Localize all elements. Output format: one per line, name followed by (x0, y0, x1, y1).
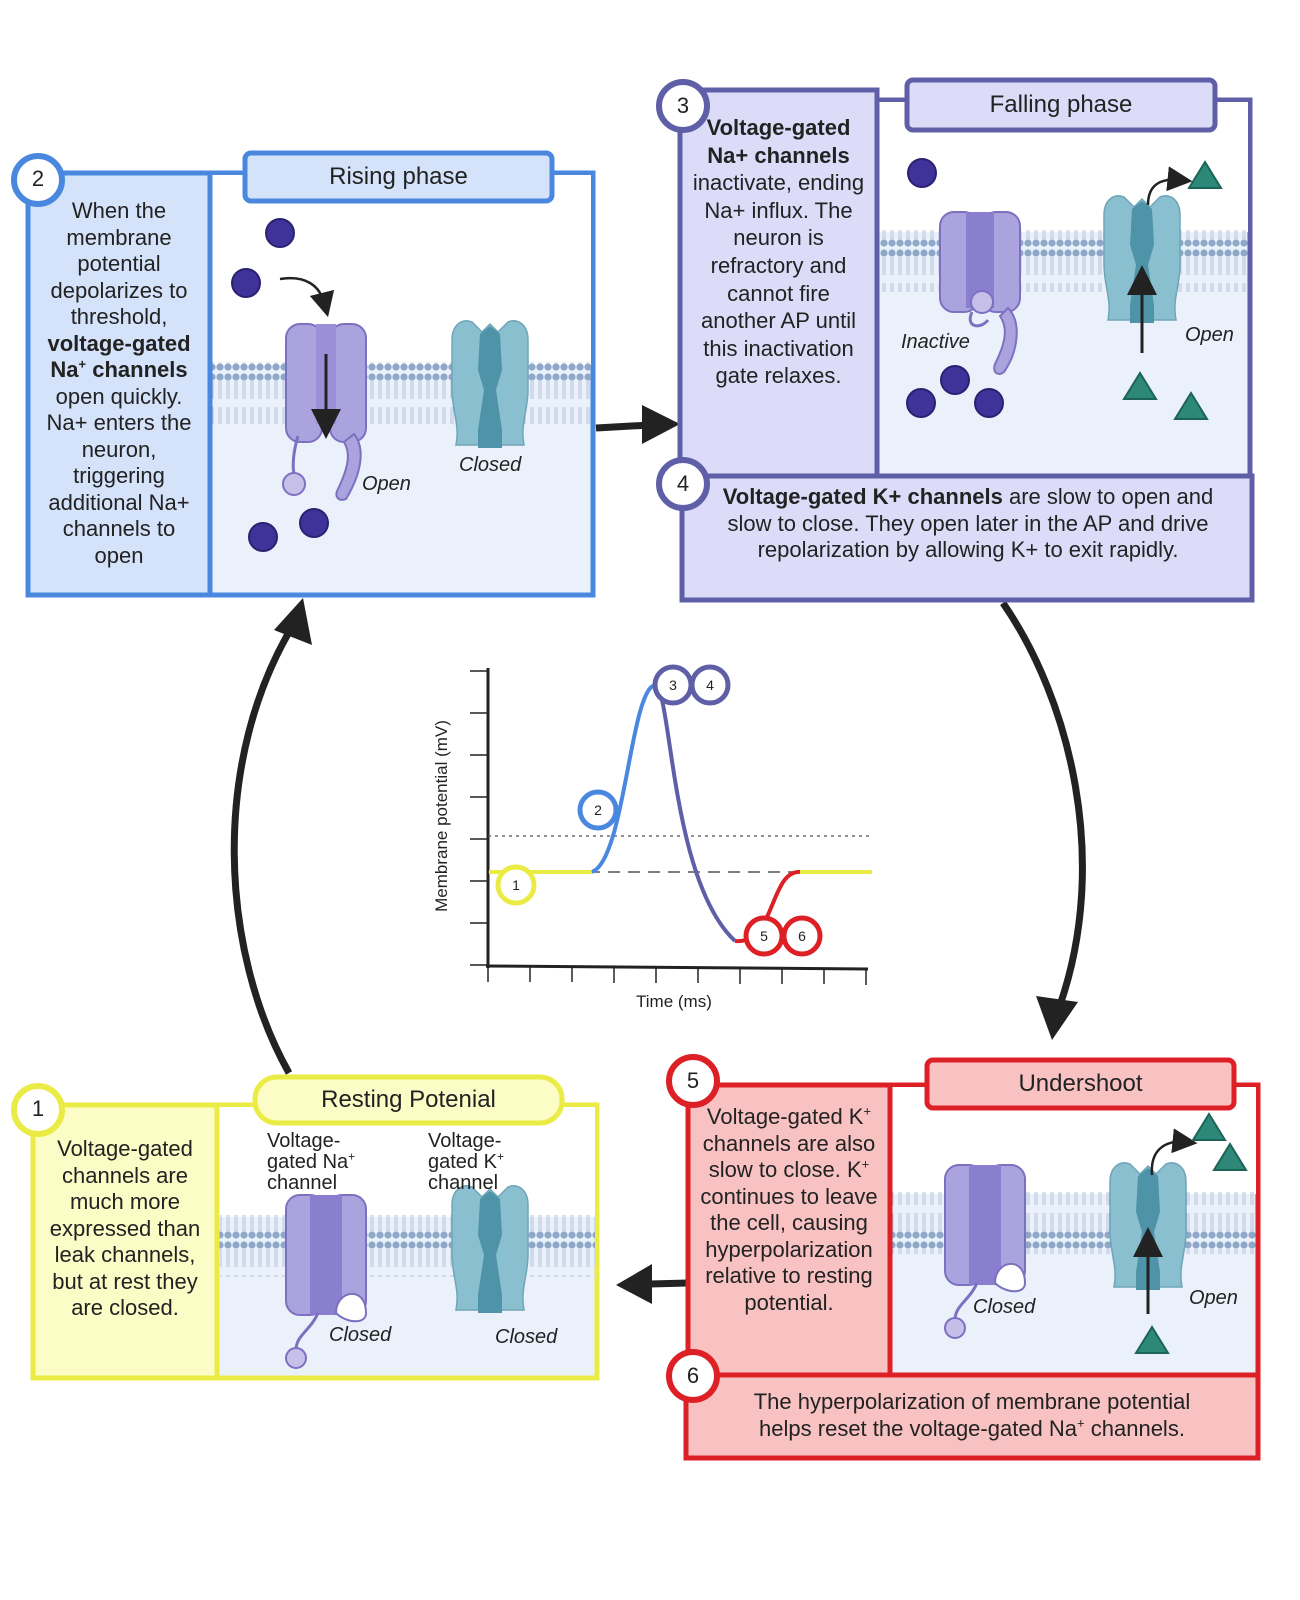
cycle-arrowhead-5-to-1 (616, 1264, 652, 1304)
na-ion-icon (265, 218, 295, 248)
rising-na-state: Open (362, 473, 411, 495)
na-ion-icon (248, 522, 278, 552)
cycle-arrow-1-to-2 (230, 620, 298, 1075)
undershoot-panel (666, 1054, 1261, 1461)
falling-na-state: Inactive (901, 331, 970, 353)
resting-title: Resting Potenial (321, 1086, 496, 1113)
na-ion-icon (231, 268, 261, 298)
kchannels-description: Voltage-gated K+ channels are slow to op… (722, 484, 1214, 562)
k-channel-open-icon (1109, 1162, 1187, 1314)
resting-na-channel-label: Voltage- gated Na+ channel (267, 1130, 356, 1194)
kchannels-badge: 4 (676, 471, 690, 496)
x-axis (485, 964, 869, 971)
k-ion-icon (1187, 160, 1223, 189)
cycle-arrow-2-to-3 (595, 421, 651, 432)
na-influx-arrow-icon (279, 276, 335, 318)
na-channel-open-icon (282, 323, 367, 501)
chart-marker-5-label: 5 (760, 928, 768, 944)
falling-phase-panel (656, 77, 1255, 603)
k-efflux-arrow-icon (1146, 166, 1193, 206)
undershoot-k-state: Open (1189, 1287, 1238, 1309)
undershoot-na-state: Closed (973, 1296, 1036, 1318)
k-channel-open-icon (1103, 195, 1181, 353)
rising-k-state: Closed (459, 454, 522, 476)
k-ion-icon (1122, 371, 1158, 400)
marker-1 (495, 864, 537, 906)
na-channel-inactive-icon (939, 211, 1021, 375)
chart-marker-4-label: 4 (706, 677, 714, 693)
resting-badge: 1 (31, 1096, 45, 1121)
k-ion-icon (1212, 1142, 1248, 1171)
resting-na-state: Closed (329, 1324, 392, 1346)
chart-marker-2-label: 2 (594, 802, 602, 818)
k-channel-closed-icon (451, 320, 529, 449)
k-efflux-arrow-icon (1150, 1128, 1198, 1176)
falling-badge: 3 (676, 93, 690, 118)
cycle-arrow-5-to-1 (649, 1279, 689, 1288)
marker-2 (577, 789, 619, 831)
rising-title: Rising phase (329, 163, 468, 190)
chart-y-label: Membrane potential (mV) (432, 720, 451, 912)
falling-title: Falling phase (989, 91, 1133, 118)
falling-k-state: Open (1185, 324, 1234, 346)
rising-phase-panel (11, 150, 596, 598)
na-ion-icon (299, 508, 329, 538)
chart-marker-6-label: 6 (798, 928, 806, 944)
na-ion-icon (974, 388, 1004, 418)
rising-badge: 2 (31, 166, 45, 191)
na-ion-icon (907, 158, 937, 188)
resting-description: Voltage-gated channels are much more exp… (49, 1136, 201, 1320)
chart-x-label: Time (ms) (636, 992, 712, 1011)
undershoot-badge: 5 (686, 1068, 700, 1093)
k-ion-icon (1173, 391, 1209, 420)
falling-description: Voltage-gated Na+ channels inactivate, e… (692, 115, 865, 389)
cycle-arrow-4-to-5 (1000, 601, 1086, 1007)
x-ticks (487, 966, 867, 985)
resting-k-channel-label: Voltage- gated K+ channel (428, 1130, 504, 1194)
undershoot-description: Voltage-gated K+ channels are also slow … (700, 1104, 878, 1315)
resting-potential-panel (11, 1074, 600, 1381)
k-channel-closed-icon (451, 1185, 529, 1314)
chart-marker-1-label: 1 (512, 877, 520, 893)
na-ion-icon (940, 365, 970, 395)
marker-6 (781, 915, 823, 957)
y-ticks (470, 670, 488, 966)
na-ion-icon (906, 388, 936, 418)
k-ion-icon (1134, 1325, 1170, 1354)
marker-4 (689, 664, 731, 706)
undershoot-title: Undershoot (1018, 1070, 1143, 1097)
falling-trace (653, 683, 737, 943)
reset-badge: 6 (686, 1363, 700, 1388)
resting-k-state: Closed (495, 1326, 558, 1348)
rising-description: When the membrane potential depolarizes … (46, 198, 192, 568)
k-ion-icon (1191, 1112, 1227, 1141)
rising-trace (590, 683, 656, 874)
reset-description: The hyperpolarization of membrane potent… (753, 1389, 1191, 1441)
chart-marker-3-label: 3 (669, 677, 677, 693)
cycle-arrowhead-1-to-2 (274, 598, 312, 645)
action-potential-chart (470, 664, 872, 985)
cycle-arrowhead-2-to-3 (642, 405, 680, 444)
cycle-arrowhead-4-to-5 (1036, 996, 1078, 1040)
